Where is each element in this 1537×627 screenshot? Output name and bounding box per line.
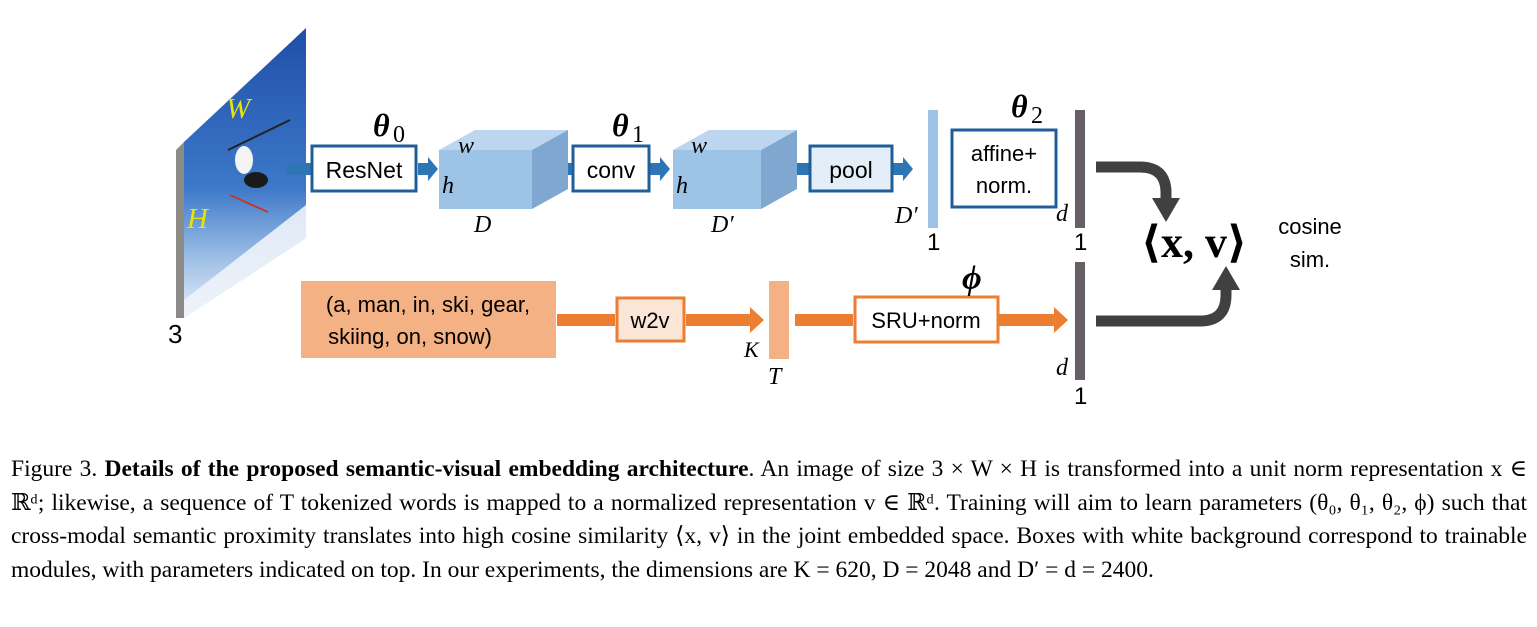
caption-figure-label: Figure 3. xyxy=(11,456,98,482)
feature-block-1: w h D xyxy=(439,130,568,238)
resnet-module: ResNet xyxy=(310,144,418,193)
similarity-arrows xyxy=(1096,161,1240,327)
theta1-symbol: θ xyxy=(612,107,629,143)
text-dim-label: d xyxy=(1056,355,1069,381)
theta0-symbol: θ xyxy=(373,107,390,143)
theta1-param: θ 1 xyxy=(612,107,644,148)
pooled-dim-label: D′ xyxy=(894,203,918,229)
affine-module: affine+ norm. xyxy=(950,128,1058,209)
theta2-symbol: θ xyxy=(1011,88,1028,124)
token-t-label: T xyxy=(768,364,783,390)
theta2-subscript: 2 xyxy=(1031,103,1043,129)
visual-one-label: 1 xyxy=(1074,229,1087,256)
token-k-label: K xyxy=(743,337,760,362)
block1-w-label: w xyxy=(458,133,474,159)
sru-module: SRU+norm xyxy=(853,295,1000,344)
input-image: W H 3 xyxy=(168,28,306,349)
theta0-param: θ 0 xyxy=(373,107,405,148)
affine-label-line2: norm. xyxy=(976,173,1032,198)
block1-h-label: h xyxy=(442,173,454,199)
pooled-vector: D′ 1 xyxy=(894,110,940,256)
block2-w-label: w xyxy=(691,133,707,159)
image-panel-edge xyxy=(176,142,184,318)
block2-h-label: h xyxy=(676,173,688,199)
architecture-diagram: W H 3 ResNet θ 0 w h D conv θ 1 xyxy=(168,28,1342,410)
text-arrows xyxy=(557,307,1068,333)
block2-depth-label: D′ xyxy=(710,212,734,238)
w2v-label: w2v xyxy=(629,308,669,333)
feature-block-2: w h D′ xyxy=(673,130,797,238)
caption-title: Details of the proposed semantic-visual … xyxy=(104,456,749,482)
theta0-subscript: 0 xyxy=(393,122,405,148)
pool-label: pool xyxy=(829,157,872,183)
theta1-subscript: 1 xyxy=(632,122,644,148)
similarity-label-line2: sim. xyxy=(1290,247,1330,272)
text-one-label: 1 xyxy=(1074,383,1087,410)
block1-depth-label: D xyxy=(473,212,491,238)
visual-dim-label: d xyxy=(1056,201,1069,227)
token-matrix: K T xyxy=(743,281,789,390)
image-snow-slope xyxy=(184,205,306,318)
conv-label: conv xyxy=(587,157,636,183)
skier-figure xyxy=(227,119,291,213)
visual-arrows xyxy=(287,157,913,181)
image-height-label: H xyxy=(186,203,210,235)
pooled-one-label: 1 xyxy=(927,229,940,256)
text-input-line1: (a, man, in, ski, gear, xyxy=(326,292,530,317)
affine-label-line1: affine+ xyxy=(971,141,1037,166)
figure-caption: Figure 3. Details of the proposed semant… xyxy=(11,453,1527,587)
sru-label: SRU+norm xyxy=(871,308,980,333)
similarity-label-line1: cosine xyxy=(1278,214,1342,239)
conv-module: conv xyxy=(571,144,651,193)
text-input-box: (a, man, in, ski, gear, skiing, on, snow… xyxy=(301,281,556,358)
theta2-param: θ 2 xyxy=(1011,88,1043,129)
similarity-formula: ⟨x, v⟩ xyxy=(1141,218,1247,267)
w2v-module: w2v xyxy=(615,296,686,343)
caption-body: . An image of size 3 × W × H is transfor… xyxy=(11,456,1527,583)
pool-module: pool xyxy=(808,144,894,193)
image-channels-label: 3 xyxy=(168,319,182,349)
text-embedding-vector: d 1 xyxy=(1056,262,1087,410)
image-width-label: W xyxy=(226,93,253,125)
resnet-label: ResNet xyxy=(326,157,403,183)
phi-param: ϕ xyxy=(962,260,982,297)
visual-embedding-vector: d 1 xyxy=(1056,110,1087,256)
text-input-line2: skiing, on, snow) xyxy=(328,324,492,349)
